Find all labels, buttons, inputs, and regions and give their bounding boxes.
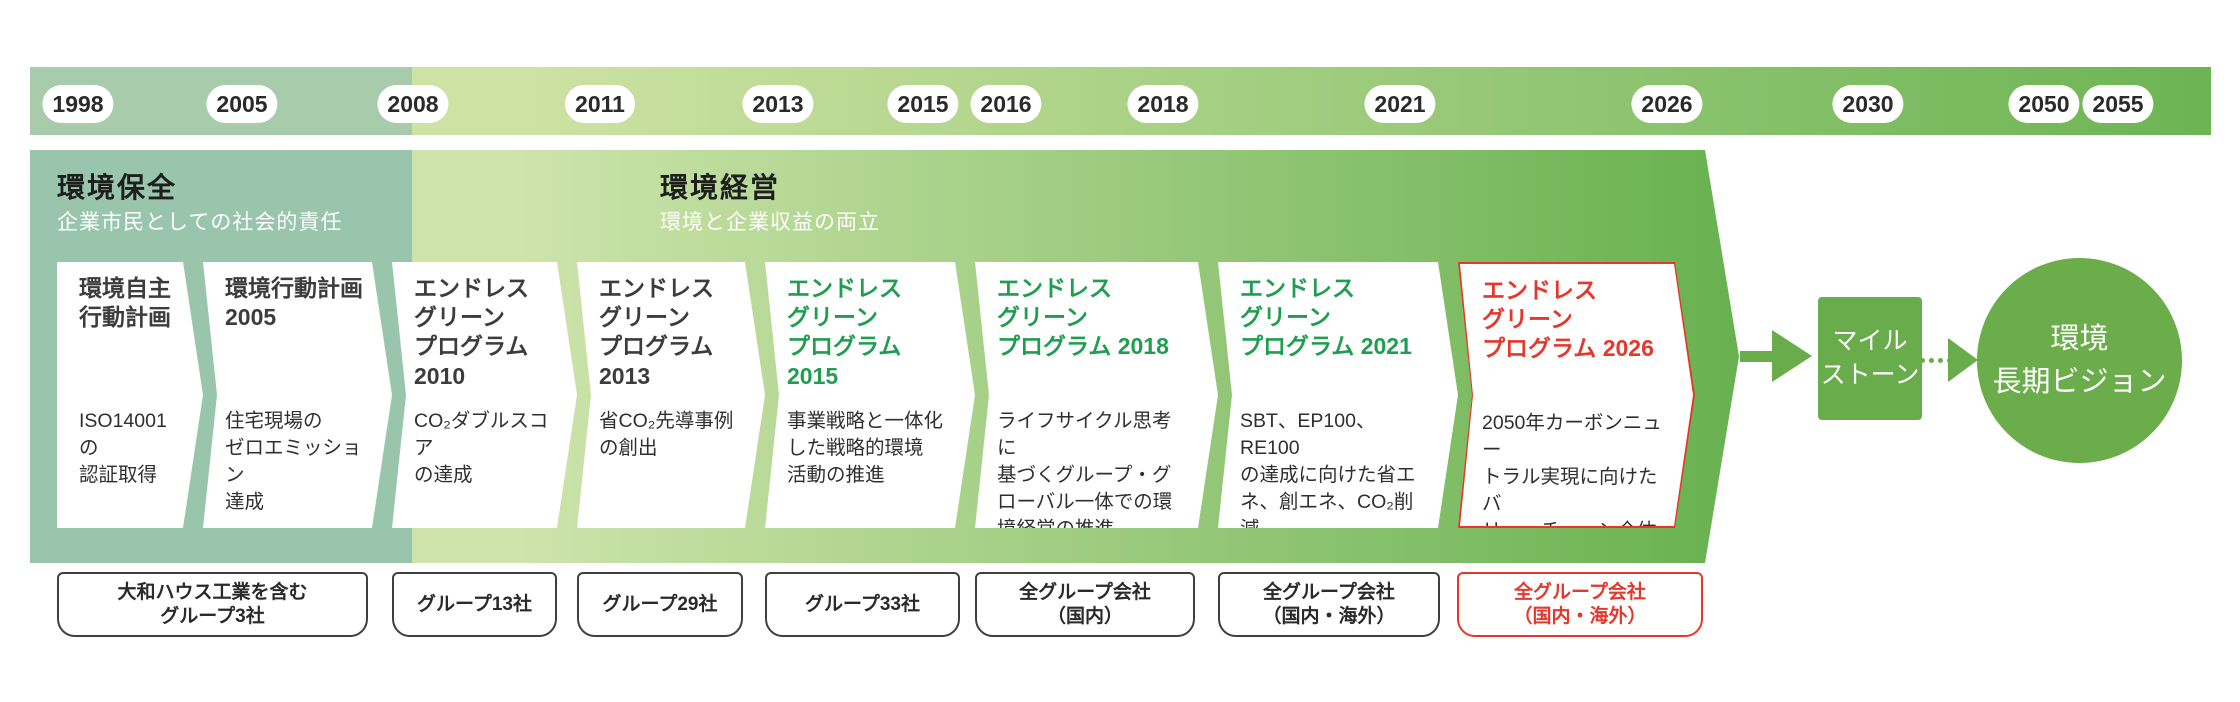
program-body: 住宅現場の ゼロエミッション 達成 bbox=[225, 410, 362, 513]
milestone-box: マイル ストーン bbox=[1818, 297, 1922, 420]
program-box-2010: エンドレス グリーン プログラム 2010 CO₂ダブルスコア の達成 bbox=[392, 262, 577, 528]
group-label: グループ33社 bbox=[765, 572, 960, 637]
year-pill: 2026 bbox=[1631, 85, 1703, 123]
program-box-2018: エンドレス グリーン プログラム 2018 ライフサイクル思考に 基づくグループ… bbox=[975, 262, 1218, 528]
program-title: エンドレス グリーン プログラム 2021 bbox=[1240, 275, 1412, 360]
group-label: 大和ハウス工業を含む グループ3社 bbox=[57, 572, 368, 637]
group-label: 全グループ会社 （国内・海外） bbox=[1218, 572, 1440, 637]
section-subtitle-management: 環境と企業収益の両立 bbox=[660, 211, 880, 234]
year-pill: 1998 bbox=[42, 85, 114, 123]
program-title: 環境自主 行動計画 bbox=[79, 275, 171, 331]
program-title: エンドレス グリーン プログラム 2018 bbox=[997, 275, 1169, 360]
section-title-preservation: 環境保全 bbox=[57, 172, 178, 203]
program-title: エンドレス グリーン プログラム 2026 bbox=[1482, 277, 1654, 362]
year-pill: 2011 bbox=[565, 85, 635, 123]
program-body: ISO14001の 認証取得 bbox=[79, 410, 167, 486]
dotted-connector bbox=[1920, 358, 1952, 363]
vision-arrow-icon bbox=[1948, 338, 1978, 382]
program-box-2026: エンドレス グリーン プログラム 2026 2050年カーボンニュー トラル実現… bbox=[1458, 262, 1695, 528]
year-pill: 2013 bbox=[742, 85, 814, 123]
section-subtitle-preservation: 企業市民としての社会的責任 bbox=[57, 211, 343, 234]
group-label: グループ13社 bbox=[392, 572, 557, 637]
program-box-1998: 環境自主 行動計画 ISO14001の 認証取得 bbox=[57, 262, 203, 528]
year-pill: 2005 bbox=[206, 85, 278, 123]
year-pill: 2021 bbox=[1364, 85, 1436, 123]
program-box-2026-inner: エンドレス グリーン プログラム 2026 2050年カーボンニュー トラル実現… bbox=[1460, 264, 1693, 526]
milestone-arrow-icon bbox=[1772, 330, 1812, 382]
year-pill: 2055 bbox=[2082, 85, 2154, 123]
year-pill: 2030 bbox=[1832, 85, 1904, 123]
program-body: CO₂ダブルスコア の達成 bbox=[414, 410, 549, 486]
program-title: 環境行動計画 2005 bbox=[225, 275, 363, 331]
section-title-management: 環境経営 bbox=[660, 172, 781, 203]
program-body: ライフサイクル思考に 基づくグループ・グ ローバル一体での環 境経営の推進 bbox=[997, 410, 1173, 513]
group-label: 全グループ会社 （国内） bbox=[975, 572, 1195, 637]
program-body: 省CO₂先導事例 の創出 bbox=[599, 410, 734, 459]
year-pill: 2018 bbox=[1127, 85, 1199, 123]
milestone-arrow-stem bbox=[1740, 351, 1772, 362]
program-title: エンドレス グリーン プログラム 2010 bbox=[414, 275, 529, 389]
program-box-2021: エンドレス グリーン プログラム 2021 SBT、EP100、RE100 の達… bbox=[1218, 262, 1458, 528]
program-box-2005: 環境行動計画 2005 住宅現場の ゼロエミッション 達成 bbox=[203, 262, 392, 528]
year-pill: 2008 bbox=[377, 85, 449, 123]
program-body: 2050年カーボンニュー トラル実現に向けたバ リューチェーン全体での 脱炭素の… bbox=[1482, 412, 1662, 515]
year-pill: 2016 bbox=[970, 85, 1042, 123]
group-label-red: 全グループ会社 （国内・海外） bbox=[1457, 572, 1703, 637]
program-box-2015: エンドレス グリーン プログラム 2015 事業戦略と一体化 した戦略的環境 活… bbox=[765, 262, 975, 528]
program-title: エンドレス グリーン プログラム 2015 bbox=[787, 275, 902, 389]
year-pill: 2015 bbox=[887, 85, 959, 123]
program-body: 事業戦略と一体化 した戦略的環境 活動の推進 bbox=[787, 410, 944, 486]
year-pill: 2050 bbox=[2008, 85, 2080, 123]
vision-circle: 環境 長期ビジョン bbox=[1977, 258, 2182, 463]
program-title: エンドレス グリーン プログラム 2013 bbox=[599, 275, 714, 389]
group-label: グループ29社 bbox=[577, 572, 743, 637]
program-box-2013: エンドレス グリーン プログラム 2013 省CO₂先導事例 の創出 bbox=[577, 262, 765, 528]
